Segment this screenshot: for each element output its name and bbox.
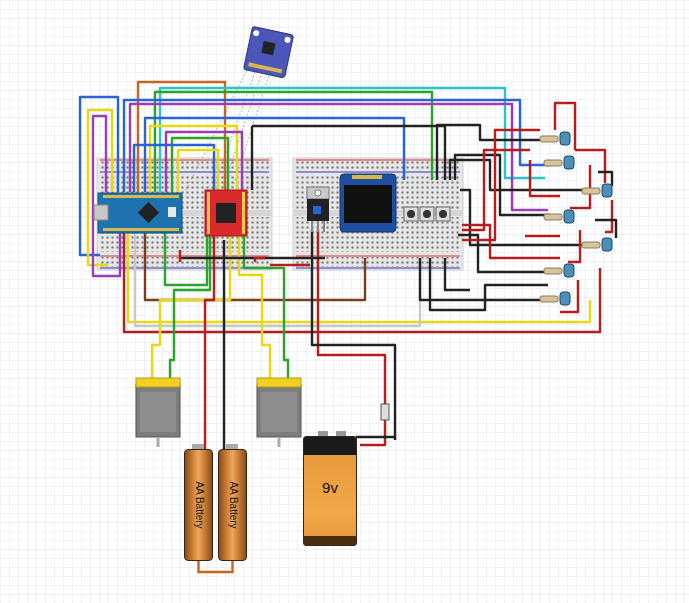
ir-sensor <box>540 132 612 305</box>
arduino-nano <box>94 193 182 233</box>
aa-battery: AA Battery <box>184 449 213 561</box>
voltage-regulator <box>307 187 329 232</box>
aa-battery: AA Battery <box>218 449 247 561</box>
battery-label: 9v <box>322 478 338 495</box>
wire <box>199 561 233 572</box>
nine-volt-battery: 9v <box>303 436 357 546</box>
dc-motor <box>136 378 180 447</box>
battery-label: AA Battery <box>193 481 204 528</box>
motor-driver <box>205 190 247 236</box>
oled-display <box>340 174 396 232</box>
switch <box>381 404 389 420</box>
gyro-module <box>243 26 293 78</box>
push-button <box>404 207 450 221</box>
dc-motor <box>257 378 301 447</box>
wire <box>80 82 616 449</box>
battery-label: AA Battery <box>227 481 238 528</box>
